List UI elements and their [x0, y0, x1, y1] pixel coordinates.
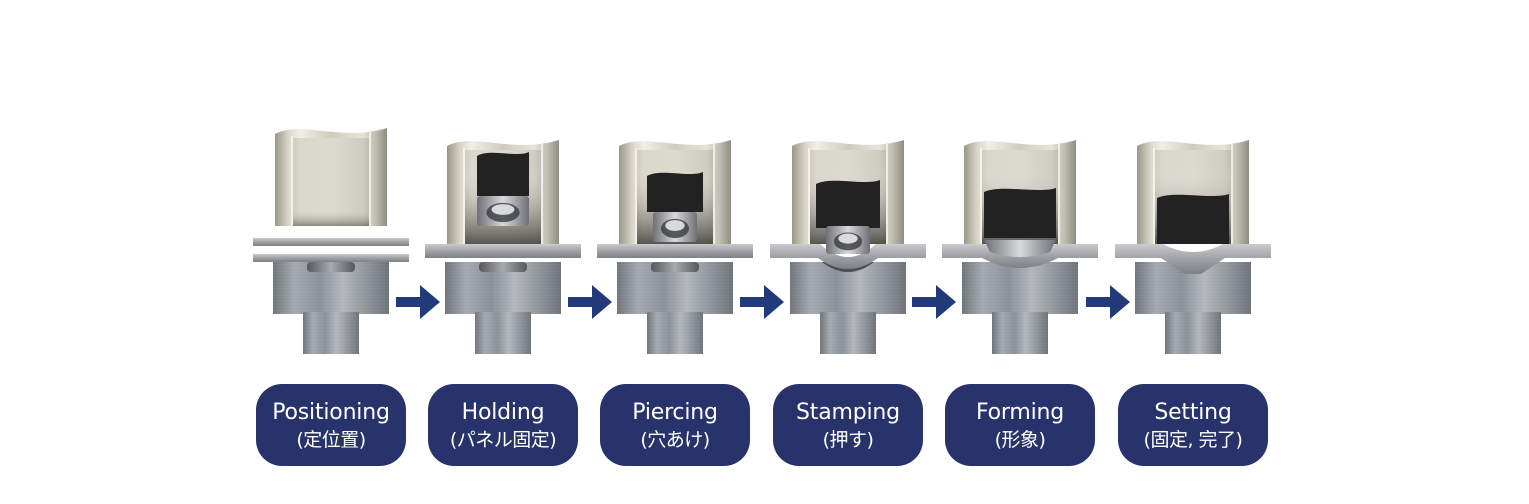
- die-texture: [992, 312, 1048, 354]
- die-cavity: [651, 262, 699, 272]
- panel-sheet: [1115, 244, 1271, 274]
- stage-subtitle: (押す): [822, 429, 874, 451]
- punch-shadow: [293, 208, 369, 226]
- punch-highlight: [1231, 144, 1233, 244]
- panel-sheet: [425, 244, 581, 258]
- stage-setting: [1115, 140, 1271, 354]
- die-texture: [820, 312, 876, 354]
- slug: [1157, 194, 1229, 244]
- nut: [984, 240, 1056, 257]
- stage-name: Stamping: [796, 400, 900, 425]
- stage-subtitle: (穴あけ): [640, 429, 710, 451]
- punch-highlight: [980, 148, 982, 244]
- slug: [984, 188, 1056, 238]
- panel-sheet-lower: [253, 254, 409, 262]
- arrow-right-icon: [396, 285, 440, 319]
- die-cavity: [479, 262, 527, 272]
- die-texture: [475, 312, 531, 354]
- panel-sheet: [770, 244, 926, 269]
- stage-label-forming: Forming (形象): [945, 384, 1095, 466]
- punch-highlight: [291, 136, 293, 226]
- punch-highlight: [713, 144, 715, 244]
- stage-label-holding: Holding (パネル固定): [428, 384, 578, 466]
- stage-subtitle: (パネル固定): [449, 429, 557, 451]
- die-texture: [647, 312, 703, 354]
- nut-highlight: [838, 233, 858, 244]
- arrow-right-icon: [740, 285, 784, 319]
- punch-highlight: [463, 148, 465, 244]
- arrow-right-icon: [912, 285, 956, 319]
- stage-name: Holding: [461, 400, 545, 425]
- panel-sheet: [597, 244, 753, 258]
- die-texture: [1165, 312, 1221, 354]
- nut-highlight: [665, 220, 685, 231]
- nut-highlight: [491, 204, 515, 215]
- panel-sheet-upper: [253, 238, 409, 246]
- stage-subtitle: (定位置): [296, 429, 366, 451]
- slug: [816, 180, 880, 228]
- punch-highlight: [1153, 148, 1155, 244]
- punch-highlight: [369, 132, 371, 226]
- slug: [477, 152, 529, 196]
- stage-subtitle: (形象): [994, 429, 1046, 451]
- stage-name: Piercing: [632, 400, 718, 425]
- stage-label-stamping: Stamping (押す): [773, 384, 923, 466]
- stage-name: Setting: [1154, 400, 1232, 425]
- punch-highlight: [635, 148, 637, 244]
- arrow-right-icon: [568, 285, 612, 319]
- stage-name: Forming: [975, 400, 1065, 425]
- stage-label-positioning: Positioning (定位置): [256, 384, 406, 466]
- stage-subtitle: (固定, 完了): [1143, 429, 1243, 451]
- stage-forming: [942, 140, 1098, 354]
- punch-highlight: [541, 144, 543, 244]
- die-texture: [962, 262, 1078, 314]
- stage-holding: [425, 140, 581, 354]
- stage-label-setting: Setting (固定, 完了): [1118, 384, 1268, 466]
- die-cavity: [307, 262, 355, 272]
- slug: [647, 172, 703, 212]
- stage-positioning: [253, 128, 409, 354]
- stage-piercing: [597, 140, 753, 354]
- arrow-right-icon: [1086, 285, 1130, 319]
- stage-stamping: [770, 140, 926, 354]
- punch-highlight: [1058, 144, 1060, 244]
- stage-name: Positioning: [272, 400, 390, 425]
- stage-label-piercing: Piercing (穴あけ): [600, 384, 750, 466]
- punch-highlight: [808, 148, 810, 244]
- die-texture: [303, 312, 359, 354]
- punch-highlight: [886, 144, 888, 244]
